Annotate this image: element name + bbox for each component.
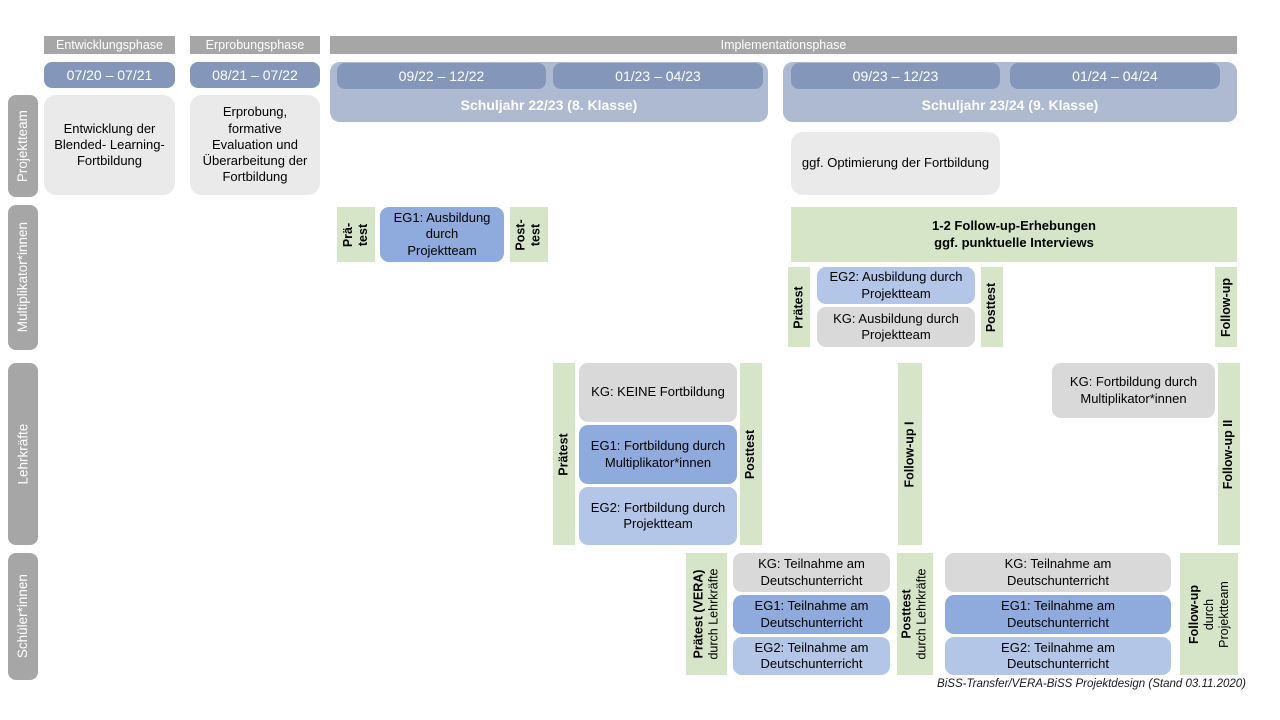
row-label-projektteam-text: Projektteam <box>14 109 30 183</box>
posttest-bar-schueler: Posttest durch Lehrkräfte <box>897 553 933 675</box>
phase-bar-entwicklungsphase: Entwicklungsphase <box>44 36 175 54</box>
box-eg1-ausbildung-projektteam-text: EG1: Ausbildung durch Projektteam <box>393 210 491 258</box>
praetest-vera-bar-schueler: Prätest (VERA) durch Lehrkräfte <box>686 553 727 675</box>
date-bar-0720-0721: 07/20 – 07/21 <box>44 62 175 88</box>
box-kg-teilnahme-2: KG: Teilnahme am Deutschunterricht <box>945 553 1171 592</box>
box-followup-erhebungen: 1-2 Follow-up-Erhebungen ggf. punktuelle… <box>791 207 1237 262</box>
school-year-23-24-label: Schuljahr 23/24 (9. Klasse) <box>921 97 1099 113</box>
posttest-bar-lehrkraefte-text: Posttest <box>743 429 758 479</box>
box-eg2-ausbildung-projektteam: EG2: Ausbildung durch Projektteam <box>817 267 975 304</box>
row-label-schuelerinnen: Schüler*innen <box>8 553 38 680</box>
date-bar-0821-0722: 08/21 – 07/22 <box>190 62 320 88</box>
box-kg-fortbildung-multiplikatoren: KG: Fortbildung durch Multiplikator*inne… <box>1052 363 1215 418</box>
box-kg-ausbildung-projektteam: KG: Ausbildung durch Projektteam <box>817 307 975 347</box>
posttest-bar-multiplikatoren: Post- test <box>510 207 548 262</box>
followup-bar-schueler: Follow-up durch Projektteam <box>1180 553 1238 675</box>
box-eg2-teilnahme-2: EG2: Teilnahme am Deutschunterricht <box>945 637 1171 675</box>
date-bar-0923-1223: 09/23 – 12/23 <box>791 63 1000 89</box>
posttest2-bar-text: Posttest <box>984 282 999 332</box>
row-label-projektteam: Projektteam <box>8 95 38 197</box>
box-erprobung-evaluation: Erprobung, formative Evaluation und Über… <box>190 95 320 195</box>
followup1-bar-lehrkraefte-text: Follow-up I <box>902 421 917 487</box>
followup1-bar-lehrkraefte: Follow-up I <box>898 363 922 545</box>
posttest-line1: Post- <box>514 218 528 251</box>
praetest-line1: Prä- <box>340 222 355 247</box>
box-optimierung-fortbildung: ggf. Optimierung der Fortbildung <box>791 132 1000 195</box>
date-bar-0922-1222: 09/22 – 12/22 <box>337 63 546 89</box>
followup-schueler-main: Follow-up <box>1186 584 1201 644</box>
box-eg1-fortbildung-multiplikatoren-text: EG1: Fortbildung durch Multiplikator*inn… <box>590 438 726 470</box>
box-kg-teilnahme-2-text: KG: Teilnahme am Deutschunterricht <box>1004 556 1112 588</box>
row-label-multiplikatorinnen: Multiplikator*innen <box>8 205 38 350</box>
box-followup-erhebungen-line1: 1-2 Follow-up-Erhebungen <box>932 217 1096 233</box>
praetest-vera-sub: durch Lehrkräfte <box>706 568 721 660</box>
date-bar-0123-0423: 01/23 – 04/23 <box>553 63 763 89</box>
posttest-schueler-sub: durch Lehrkräfte <box>915 568 929 660</box>
praetest-bar-multiplikatoren: Prä- test <box>337 207 375 262</box>
box-eg1-teilnahme-2-text: EG1: Teilnahme am Deutschunterricht <box>1001 598 1115 630</box>
praetest2-bar-multiplikatoren: Prätest <box>788 267 810 347</box>
box-eg1-teilnahme-2: EG1: Teilnahme am Deutschunterricht <box>945 595 1171 634</box>
followup-schueler-sub1: durch <box>1201 598 1216 630</box>
box-eg2-ausbildung-projektteam-text: EG2: Ausbildung durch Projektteam <box>829 269 963 301</box>
praetest-bar-lehrkraefte: Prätest <box>553 363 575 545</box>
box-optimierung-fortbildung-text: ggf. Optimierung der Fortbildung <box>801 155 990 171</box>
box-kg-teilnahme-1: KG: Teilnahme am Deutschunterricht <box>733 553 890 592</box>
followup-schueler-sub2: Projektteam <box>1216 580 1231 648</box>
box-kg-fortbildung-multiplikatoren-text: KG: Fortbildung durch Multiplikator*inne… <box>1069 374 1198 406</box>
row-label-multiplikatorinnen-text: Multiplikator*innen <box>14 222 30 333</box>
posttest-line2: test <box>529 223 543 246</box>
box-eg1-ausbildung-projektteam: EG1: Ausbildung durch Projektteam <box>380 207 504 262</box>
praetest2-bar-text: Prätest <box>791 285 806 329</box>
box-erprobung-evaluation-text: Erprobung, formative Evaluation und Über… <box>202 104 308 185</box>
box-eg2-teilnahme-1-text: EG2: Teilnahme am Deutschunterricht <box>754 639 869 671</box>
box-eg1-teilnahme-1: EG1: Teilnahme am Deutschunterricht <box>733 595 890 634</box>
box-kg-teilnahme-1-text: KG: Teilnahme am Deutschunterricht <box>758 556 865 588</box>
row-label-lehrkraefte: Lehrkräfte <box>8 363 38 545</box>
praetest-vera-main: Prätest (VERA) <box>691 569 706 659</box>
box-followup-erhebungen-line2: ggf. punktuelle Interviews <box>934 234 1094 250</box>
box-eg2-fortbildung-projektteam: EG2: Fortbildung durch Projektteam <box>579 487 737 545</box>
row-label-lehrkraefte-text: Lehrkräfte <box>14 423 30 485</box>
box-eg2-teilnahme-1: EG2: Teilnahme am Deutschunterricht <box>733 637 890 675</box>
box-kg-keine-fortbildung-text: KG: KEINE Fortbildung <box>591 384 725 400</box>
box-entwicklung-fortbildung-text: Entwicklung der Blended- Learning- Fortb… <box>54 120 165 169</box>
box-entwicklung-fortbildung: Entwicklung der Blended- Learning- Fortb… <box>44 95 175 195</box>
posttest-schueler-main: Posttest <box>900 589 914 639</box>
box-eg1-teilnahme-1-text: EG1: Teilnahme am Deutschunterricht <box>754 598 869 630</box>
box-eg1-fortbildung-multiplikatoren: EG1: Fortbildung durch Multiplikator*inn… <box>579 425 737 484</box>
praetest-line2: test <box>355 223 370 246</box>
followup2-bar-lehrkraefte: Follow-up II <box>1218 363 1240 545</box>
followup2-bar-lehrkraefte-text: Follow-up II <box>1221 419 1236 489</box>
box-kg-ausbildung-projektteam-text: KG: Ausbildung durch Projektteam <box>833 310 959 342</box>
school-year-22-23-label: Schuljahr 22/23 (8. Klasse) <box>460 97 638 113</box>
phase-bar-implementationsphase: Implementationsphase <box>330 36 1237 54</box>
phase-bar-erprobungsphase: Erprobungsphase <box>190 36 320 54</box>
row-label-schuelerinnen-text: Schüler*innen <box>14 574 30 659</box>
praetest-bar-lehrkraefte-text: Prätest <box>556 432 571 476</box>
box-eg2-fortbildung-projektteam-text: EG2: Fortbildung durch Projektteam <box>590 499 726 531</box>
posttest2-bar-multiplikatoren: Posttest <box>981 267 1003 347</box>
followup-bar-multiplikatoren: Follow-up <box>1215 267 1237 347</box>
box-eg2-teilnahme-2-text: EG2: Teilnahme am Deutschunterricht <box>1001 639 1115 671</box>
date-bar-0124-0424: 01/24 – 04/24 <box>1010 63 1220 89</box>
box-kg-keine-fortbildung: KG: KEINE Fortbildung <box>579 363 737 422</box>
diagram-caption: BiSS-Transfer/VERA-BiSS Projektdesign (S… <box>937 678 1246 690</box>
followup-bar-multiplikatoren-text: Follow-up <box>1218 277 1233 337</box>
posttest-bar-lehrkraefte: Posttest <box>740 363 762 545</box>
